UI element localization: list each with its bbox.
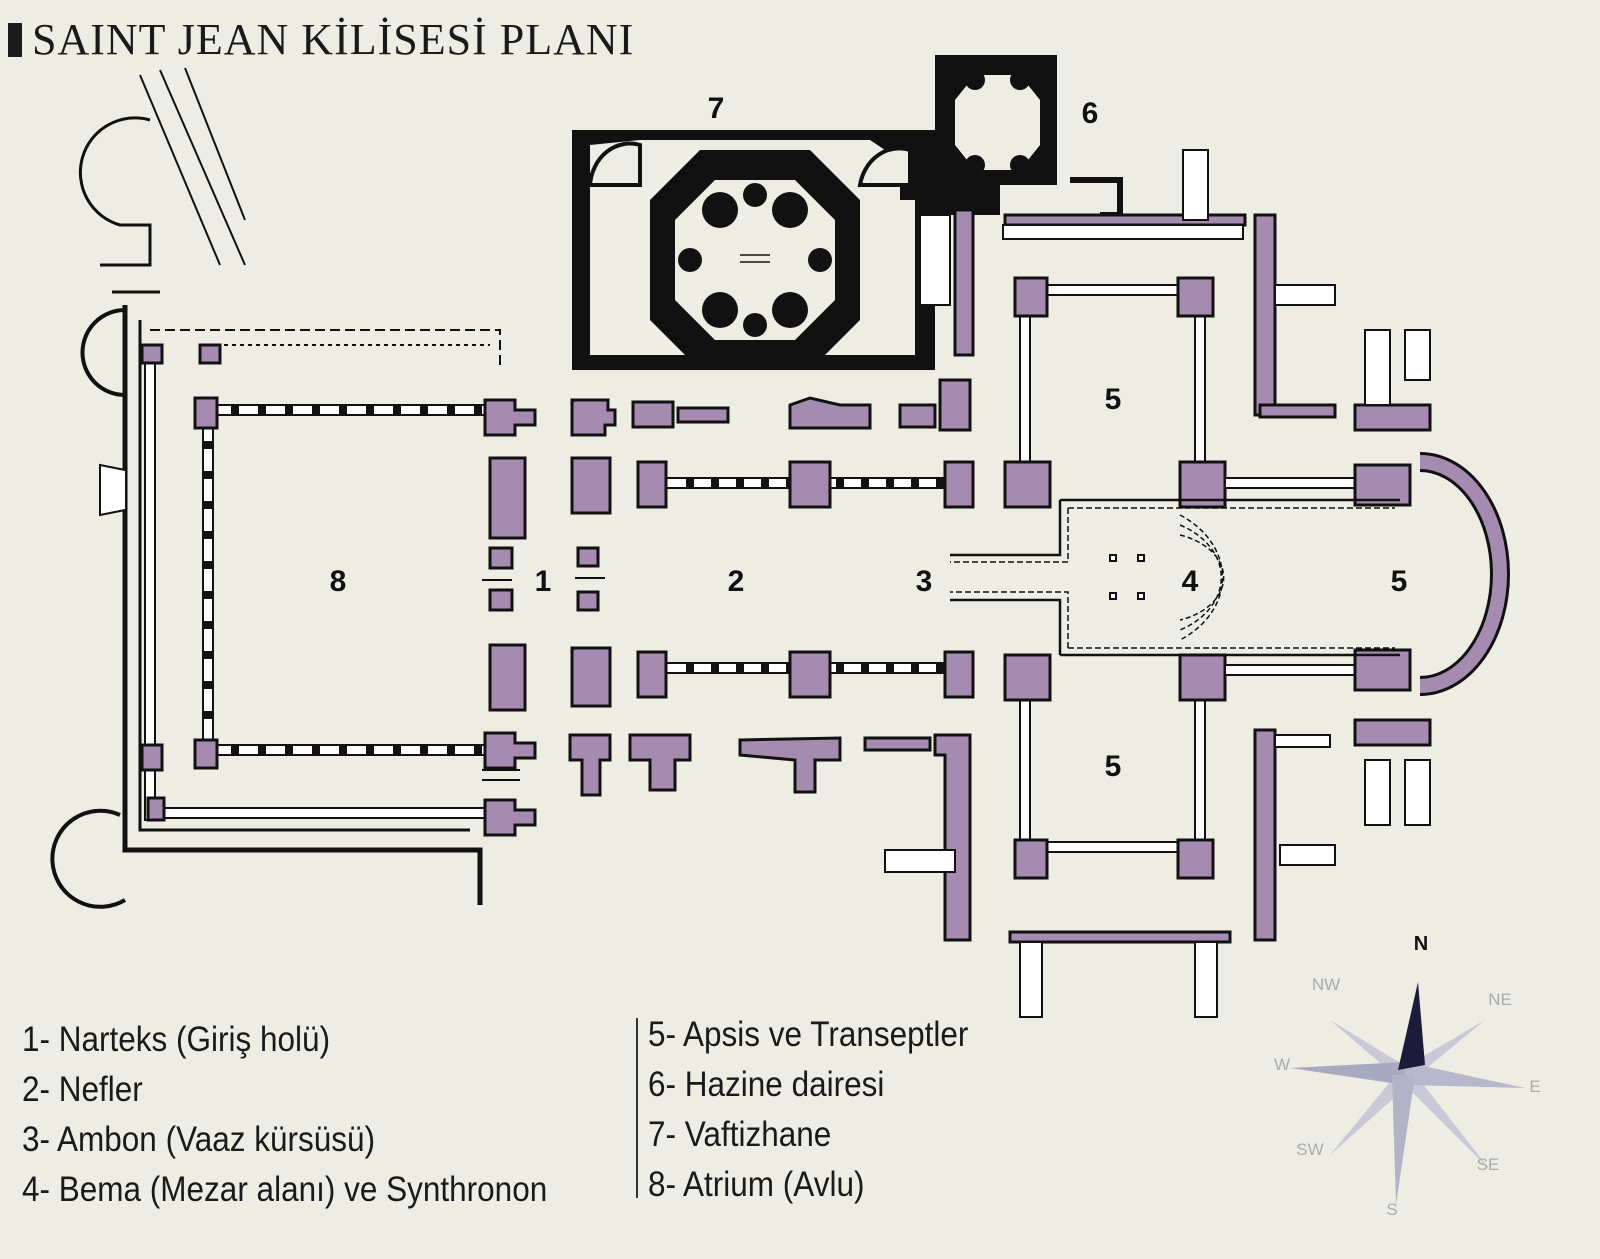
column-base (861, 479, 869, 487)
column-base (204, 441, 212, 449)
page-title: SAINT JEAN KİLİSESİ PLANI (8, 14, 634, 65)
bema (950, 498, 1400, 657)
northwest-ruins (78, 67, 246, 294)
legend-item-3: 3- Ambon (Vaaz kürsüsü) (22, 1120, 376, 1159)
column-base (231, 406, 239, 414)
column-base (285, 746, 293, 754)
column-base (204, 651, 212, 659)
legend-item-5: 5- Apsis ve Transeptler (648, 1015, 969, 1054)
compass-s: S (1386, 1200, 1397, 1219)
legend-left: 1- Narteks (Giriş holü) 2- Nefler 3- Amb… (22, 1015, 547, 1215)
label-treasury: 6 (1082, 97, 1099, 130)
atrium-outer-wall (50, 305, 501, 909)
compass-sw: SW (1296, 1140, 1323, 1159)
column-base (420, 746, 428, 754)
column-base (836, 479, 844, 487)
title-text: SAINT JEAN KİLİSESİ PLANI (32, 15, 635, 64)
narthex-piers (482, 398, 605, 837)
label-transept-north: 5 (1105, 383, 1122, 416)
column-base (339, 746, 347, 754)
column-base (686, 664, 694, 672)
transept-north (1002, 149, 1337, 509)
column-base (686, 479, 694, 487)
column-base (711, 664, 719, 672)
column-base (231, 746, 239, 754)
compass-rose: N NE E SE S SW W NW (1274, 933, 1541, 1219)
atrium-colonnade (140, 343, 496, 822)
column-base (258, 406, 266, 414)
column-base (474, 406, 482, 414)
column-base (736, 479, 744, 487)
compass-cardinal-points (1290, 982, 1525, 1205)
treasury (919, 55, 1123, 357)
compass-e: E (1529, 1077, 1540, 1096)
legend-item-2: 2- Nefler (22, 1070, 143, 1109)
column-base (204, 711, 212, 719)
column-base (285, 406, 293, 414)
legend-divider (636, 1018, 638, 1198)
title-marker (8, 22, 22, 57)
legend-item-7: 7- Vaftizhane (648, 1115, 832, 1154)
column-base (366, 746, 374, 754)
column-base (204, 591, 212, 599)
compass-w: W (1274, 1055, 1290, 1074)
column-base (204, 501, 212, 509)
column-base (204, 621, 212, 629)
label-baptistery: 7 (708, 92, 725, 125)
column-base (366, 406, 374, 414)
column-base (474, 746, 482, 754)
column-base (861, 664, 869, 672)
label-ambon: 3 (916, 565, 933, 598)
compass-ne: NE (1488, 990, 1512, 1009)
column-base (911, 664, 919, 672)
column-base (312, 406, 320, 414)
column-base (886, 479, 894, 487)
column-base (258, 746, 266, 754)
apse (1224, 329, 1510, 826)
column-base (204, 471, 212, 479)
column-base (936, 479, 944, 487)
column-base (736, 664, 744, 672)
column-base (420, 406, 428, 414)
column-base (911, 479, 919, 487)
compass-se: SE (1477, 1155, 1500, 1174)
legend-item-1: 1- Narteks (Giriş holü) (22, 1020, 331, 1059)
label-narthex: 1 (535, 565, 552, 598)
label-atrium: 8 (330, 565, 347, 598)
column-base (936, 664, 944, 672)
column-base (836, 664, 844, 672)
legend-item-8: 8- Atrium (Avlu) (648, 1165, 865, 1204)
legend-right: 5- Apsis ve Transeptler 6- Hazine daires… (648, 1010, 968, 1210)
legend-item-6: 6- Hazine dairesi (648, 1065, 885, 1104)
column-base (761, 479, 769, 487)
transept-south (884, 653, 1336, 1018)
label-bema: 4 (1182, 565, 1199, 598)
baptistery (572, 130, 935, 370)
column-base (447, 746, 455, 754)
column-base (312, 746, 320, 754)
column-base (447, 406, 455, 414)
column-base (204, 531, 212, 539)
compass-north-needle (1398, 982, 1425, 1070)
column-base (204, 681, 212, 689)
label-apse: 5 (1391, 565, 1408, 598)
compass-n: N (1414, 933, 1428, 955)
column-base (339, 406, 347, 414)
column-base (393, 746, 401, 754)
column-base (761, 664, 769, 672)
column-base (204, 561, 212, 569)
column-base (393, 406, 401, 414)
legend-item-4: 4- Bema (Mezar alanı) ve Synthronon (22, 1170, 548, 1209)
column-base (711, 479, 719, 487)
label-transept-south: 5 (1105, 750, 1122, 783)
label-naves: 2 (728, 565, 745, 598)
compass-nw: NW (1312, 975, 1340, 994)
nave-colonnades (568, 378, 975, 942)
column-base (886, 664, 894, 672)
